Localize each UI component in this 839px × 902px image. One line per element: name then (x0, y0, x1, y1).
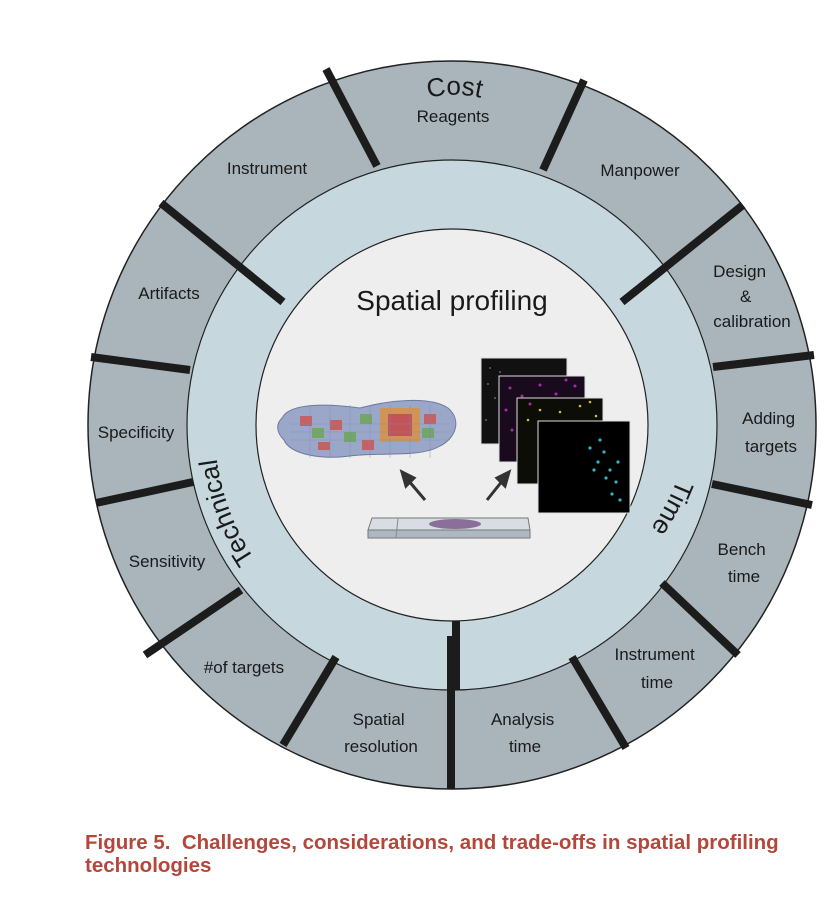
arrow-left-head-icon (399, 469, 417, 489)
divider-line (158, 199, 286, 306)
divider-line (568, 654, 630, 751)
segment-analysis-time: Analysis time (491, 710, 559, 756)
arrow-right-head-icon (494, 469, 512, 489)
segment-design-calibration: Design & calibration (713, 262, 791, 331)
segment-sensitivity: Sensitivity (129, 552, 206, 571)
segment-labels: Reagents Manpower Design & calibration A… (98, 107, 800, 756)
segment-adding-targets: Adding targets (742, 409, 800, 456)
segment-manpower: Manpower (600, 161, 680, 180)
divider-line (279, 654, 340, 748)
divider-line (142, 586, 244, 659)
segment-spatial-resolution: Spatial resolution (344, 710, 418, 756)
segment-instrument: Instrument (227, 159, 308, 178)
divider-line (712, 351, 815, 371)
tissue-spot-map-illustration (277, 400, 457, 458)
divider-line (711, 480, 813, 509)
glass-slide-illustration (367, 517, 531, 539)
divider-line (539, 78, 588, 172)
segment-specificity: Specificity (98, 423, 175, 442)
segment-reagents: Reagents (417, 107, 490, 126)
spatial-profiling-diagram: Cost Time Technical Spatial profiling Re… (87, 60, 817, 790)
divider-line (90, 353, 191, 374)
multiplex-image-stack-illustration (480, 357, 631, 514)
divider-line (619, 201, 746, 306)
arrow-icons (399, 469, 512, 501)
arrow-left-icon (406, 479, 427, 501)
outer-dividers (90, 67, 815, 789)
segment-artifacts: Artifacts (138, 284, 199, 303)
divider-line (95, 478, 194, 507)
segment-bench-time: Bench time (718, 540, 771, 586)
segment-num-targets: #of targets (204, 658, 284, 677)
center-title: Spatial profiling (356, 285, 547, 316)
divider-line (659, 580, 741, 658)
segment-instrument-time: Instrument time (614, 645, 699, 692)
caption-label: Figure 5. (85, 831, 171, 854)
caption-text: Challenges, considerations, and trade-of… (85, 831, 779, 877)
divider-line (322, 67, 381, 168)
figure-caption: Figure 5. Challenges, considerations, an… (85, 831, 805, 877)
